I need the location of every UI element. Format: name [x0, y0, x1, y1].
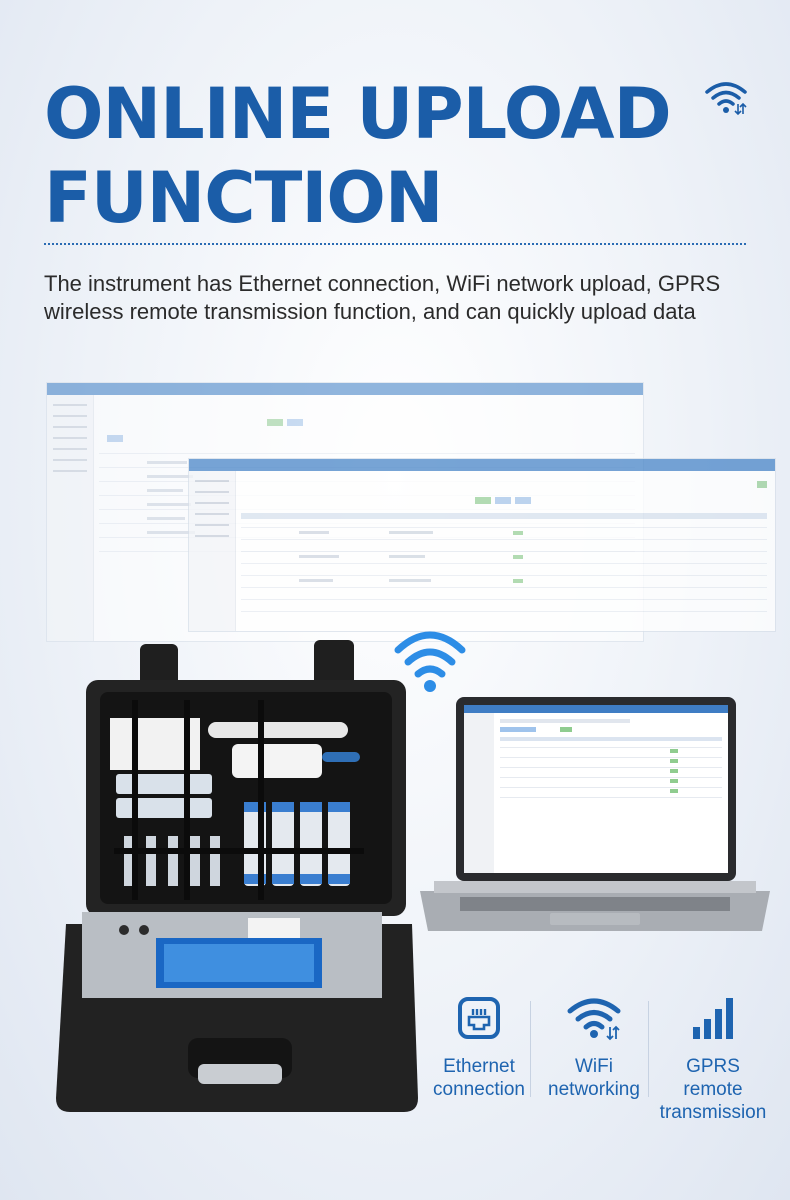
feature-label-line-2: transmission	[659, 1102, 767, 1123]
screenshot-cell	[389, 555, 425, 558]
screenshot-cell	[147, 517, 185, 520]
screenshot-button	[267, 419, 283, 426]
description: The instrument has Ethernet connection, …	[44, 270, 764, 326]
feature-label-line-2: connection	[433, 1079, 525, 1100]
screenshot-cell	[299, 555, 339, 558]
screenshot-button	[475, 497, 491, 504]
feature-wifi: WiFi networking	[535, 995, 653, 1115]
screenshot-button	[757, 481, 767, 488]
feature-separator	[530, 1001, 531, 1097]
platform-screenshot-front	[188, 458, 776, 632]
wifi-icon	[705, 82, 747, 116]
title-line-2: FUNCTION	[44, 157, 443, 239]
feature-ethernet: Ethernet connection	[420, 995, 538, 1115]
screenshot-status	[513, 531, 523, 535]
screenshot-status	[513, 579, 523, 583]
feature-label-line-2: networking	[548, 1079, 640, 1100]
page-title: ONLINE UPLOAD FUNCTION	[44, 72, 672, 240]
screenshot-button	[495, 497, 511, 504]
instrument-case	[56, 640, 418, 1112]
section-divider	[44, 243, 746, 245]
screenshot-cell	[147, 475, 193, 478]
title-line-1: ONLINE UPLOAD	[44, 73, 672, 155]
screenshot-cell	[299, 579, 333, 582]
screenshot-table-row	[241, 563, 767, 564]
screenshot-table-row	[241, 599, 767, 600]
connectivity-features: Ethernet connection WiFi networking	[420, 995, 780, 1123]
wifi-signal-icon	[394, 631, 466, 692]
description-line-1: The instrument has Ethernet connection, …	[44, 271, 721, 296]
screenshot-table-header	[241, 513, 767, 519]
feature-label: WiFi networking	[535, 1055, 653, 1101]
feature-label-line-1: GPRS remote	[683, 1056, 743, 1100]
screenshot-header-bar	[189, 459, 775, 471]
screenshot-table-row	[99, 453, 635, 454]
screenshot-cell	[389, 531, 433, 534]
screenshot-cell	[389, 579, 431, 582]
feature-label-line-1: Ethernet	[443, 1056, 515, 1077]
feature-label: GPRS remote transmission	[654, 1055, 772, 1124]
screenshot-table-row	[241, 527, 767, 528]
screenshot-cell	[299, 531, 329, 534]
screenshot-sidebar	[47, 395, 94, 641]
screenshot-button	[515, 497, 531, 504]
wifi-icon	[567, 998, 621, 1041]
screenshot-table-row	[241, 539, 767, 540]
feature-separator	[648, 1001, 649, 1097]
description-line-2: wireless remote transmission function, a…	[44, 299, 696, 324]
laptop	[420, 697, 770, 931]
screenshot-sidebar	[189, 471, 236, 631]
feature-gprs: GPRS remote transmission	[654, 995, 772, 1123]
screenshot-cell	[147, 461, 187, 464]
screenshot-cell	[147, 531, 195, 534]
feature-label: Ethernet connection	[420, 1055, 538, 1101]
screenshot-button	[287, 419, 303, 426]
feature-label-line-1: WiFi	[575, 1056, 613, 1077]
screenshot-status	[513, 555, 523, 559]
screenshot-cell	[147, 489, 183, 492]
screenshot-cell	[147, 503, 191, 506]
screenshot-button	[107, 435, 123, 442]
screenshot-table-row	[241, 611, 767, 612]
screenshot-table-row	[241, 587, 767, 588]
screenshot-table-row	[241, 551, 767, 552]
ethernet-icon	[458, 997, 500, 1039]
screenshot-table-row	[241, 575, 767, 576]
signal-bars-icon	[693, 998, 733, 1039]
screenshot-header-bar	[47, 383, 643, 395]
